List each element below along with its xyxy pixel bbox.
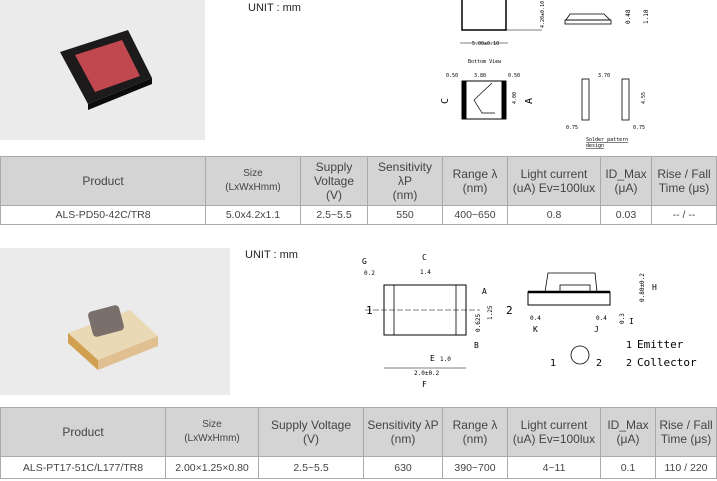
bottom-view-label: Bottom View	[468, 59, 502, 65]
svg-text:C: C	[422, 253, 427, 262]
svg-text:K: K	[533, 325, 538, 334]
svg-text:1.25: 1.25	[487, 305, 494, 320]
svg-text:1.0: 1.0	[440, 356, 451, 363]
svg-text:J: J	[594, 325, 599, 334]
svg-text:C: C	[440, 98, 451, 104]
spec-table-pt17: Product Size(LxWxHmm) Supply Voltage(V) …	[0, 407, 717, 479]
svg-text:B: B	[474, 341, 479, 350]
svg-text:H: H	[652, 283, 657, 292]
svg-text:0.4: 0.4	[530, 315, 541, 322]
svg-text:2.0±0.2: 2.0±0.2	[414, 370, 440, 377]
collector-label: Collector	[637, 356, 697, 369]
svg-text:A: A	[482, 287, 487, 296]
emitter-label: Emitter	[637, 338, 684, 351]
svg-text:1: 1	[366, 304, 373, 317]
table-header-row: Product Size(LxWxHmm) Supply Voltage(V) …	[0, 407, 717, 457]
svg-text:0.80±0.2: 0.80±0.2	[639, 273, 646, 302]
product-photo-pt17	[0, 248, 230, 395]
svg-text:G: G	[362, 257, 367, 266]
svg-text:F: F	[422, 380, 427, 389]
dim-110: 1.10	[643, 9, 650, 24]
svg-text:Solder pattern: Solder pattern	[586, 137, 628, 143]
svg-text:0.2: 0.2	[364, 270, 375, 277]
svg-text:I: I	[629, 317, 634, 326]
dim-048: 0.48	[625, 9, 632, 24]
svg-text:1.4: 1.4	[420, 269, 431, 276]
svg-text:3.70: 3.70	[598, 73, 610, 79]
spec-table-pd50: Product Size(LxWxHmm) Supply Voltage(V) …	[0, 156, 717, 225]
dim-height: 4.20±0.10	[540, 1, 546, 28]
svg-text:2: 2	[626, 358, 632, 369]
svg-text:design: design	[586, 143, 604, 149]
product-photo-pd50	[0, 0, 205, 140]
unit-label-2: UNIT : mm	[245, 249, 298, 261]
svg-text:0.50: 0.50	[508, 73, 520, 79]
svg-text:2: 2	[596, 358, 602, 369]
svg-text:0.75: 0.75	[566, 125, 578, 131]
svg-text:0.75: 0.75	[633, 125, 645, 131]
dim-width: 5.00±0.10	[472, 41, 499, 47]
svg-text:4.00: 4.00	[512, 92, 518, 104]
svg-text:1: 1	[550, 358, 556, 369]
svg-text:2: 2	[506, 304, 513, 317]
dimension-drawing-pt17: G C 0.2 1.4 1 A 1.25 0.625 B E 1.0 2.0±0…	[362, 253, 697, 389]
svg-text:A: A	[524, 98, 535, 104]
phototransistor-image	[68, 305, 158, 370]
svg-text:0.3: 0.3	[619, 313, 626, 324]
unit-label-1: UNIT : mm	[248, 2, 301, 14]
svg-text:0.4: 0.4	[596, 315, 607, 322]
svg-text:4.55: 4.55	[641, 92, 647, 104]
svg-text:0.50: 0.50	[446, 73, 458, 79]
table-header-row: Product Size(LxWxHmm) Supply Voltage(V) …	[0, 156, 717, 206]
photodiode-image	[60, 30, 152, 110]
svg-text:E: E	[430, 354, 435, 363]
dimension-drawing-pd50: 5.00±0.10 4.20±0.10 0.48 1.10 Bottom Vie…	[440, 0, 650, 149]
svg-text:1: 1	[626, 340, 632, 351]
svg-text:3.80: 3.80	[474, 73, 486, 79]
svg-text:0.625: 0.625	[475, 314, 482, 332]
